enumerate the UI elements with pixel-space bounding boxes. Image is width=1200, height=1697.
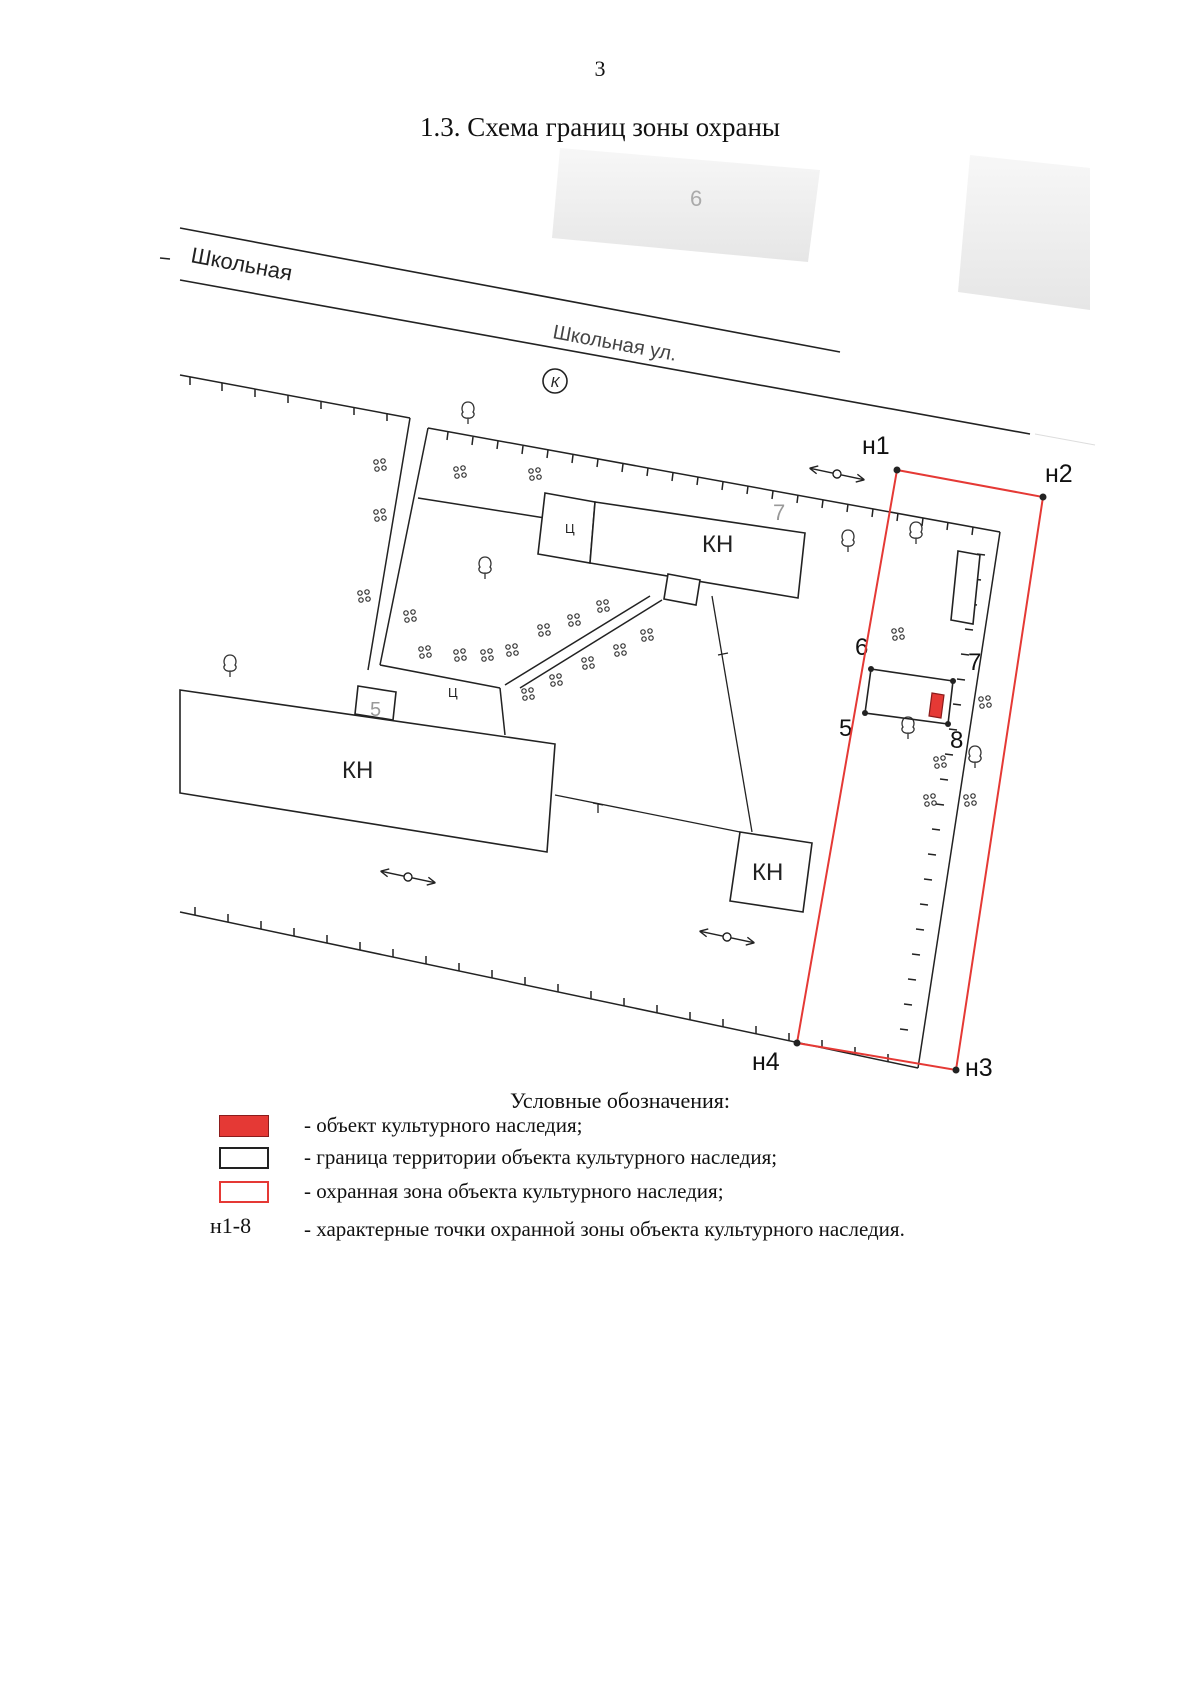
object-territory: [862, 666, 956, 727]
building-label-ts-garden: Ц: [448, 685, 458, 700]
direction-arrows: [380, 465, 865, 946]
street-label-upper: Школьная: [189, 242, 294, 285]
building-label-ts-top: Ц: [565, 521, 575, 536]
protection-zone: [793, 466, 1047, 1074]
legend-title: Условные обозначения:: [510, 1088, 731, 1113]
zone-point-n1: н1: [862, 432, 890, 460]
legend-item-heritage-object: - объект культурного наследия;: [0, 1113, 1100, 1143]
legend-text: - характерные точки охранной зоны объект…: [304, 1217, 905, 1241]
legend-swatch-red-outline: [219, 1181, 269, 1203]
heritage-object: [928, 692, 945, 719]
zone-point-n4: н4: [752, 1048, 780, 1076]
street-lines: [159, 227, 1031, 435]
zone-point-n2: н2: [1045, 460, 1073, 488]
buildings: [179, 492, 981, 913]
building-number-7: 7: [773, 500, 785, 525]
k-marker: К: [542, 368, 568, 394]
ghost-building-right: [958, 155, 1090, 310]
point-label-7: 7: [968, 649, 981, 676]
building-number-5: 5: [370, 699, 381, 721]
utility-lines: [554, 595, 753, 833]
legend-item-territory-boundary: - граница территории объекта культурного…: [0, 1145, 1100, 1175]
legend-text: - граница территории объекта культурного…: [304, 1145, 778, 1169]
point-label-5: 5: [839, 715, 852, 742]
building-connector: [663, 573, 701, 606]
legend-swatch-black-outline: [219, 1147, 269, 1169]
legend-code: н1-8: [210, 1213, 252, 1238]
legend-item-protection-zone: - охранная зона объекта культурного насл…: [0, 1179, 1100, 1209]
legend-text: - объект культурного наследия;: [304, 1113, 583, 1137]
building-thin-strip: [950, 550, 981, 625]
legend-item-characteristic-points: н1-8 - характерные точки охранной зоны о…: [0, 1213, 1100, 1243]
ghost-building-6: 6: [552, 148, 820, 262]
faint-street-line: [1034, 433, 1096, 446]
zone-point-n3: н3: [965, 1054, 993, 1082]
document-title: 1.3. Схема границ зоны охраны: [419, 112, 781, 142]
building-kn-small: [729, 831, 813, 913]
point-label-8: 8: [950, 727, 963, 754]
building-kn-large: [179, 689, 556, 853]
building-number-6: 6: [690, 186, 702, 211]
legend-text: - охранная зона объекта культурного насл…: [304, 1179, 724, 1203]
building-label-kn-large: КН: [342, 757, 373, 784]
page-number: 3: [594, 56, 606, 81]
building-label-kn-small: КН: [752, 859, 783, 886]
legend-swatch-red-fill: [219, 1115, 269, 1137]
svg-text:К: К: [551, 374, 561, 391]
building-kn-top: [589, 501, 806, 599]
building-label-kn-top: КН: [702, 531, 733, 558]
